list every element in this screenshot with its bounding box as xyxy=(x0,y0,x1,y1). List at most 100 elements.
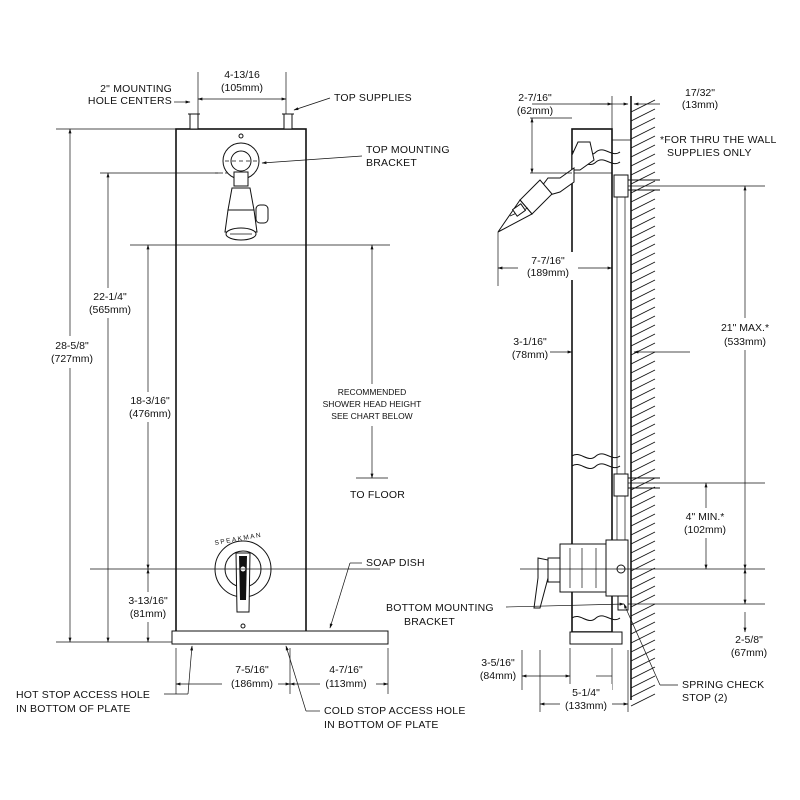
recommended-line-3: SEE CHART BELOW xyxy=(331,411,412,421)
side-valve xyxy=(533,539,629,611)
wall-hatch-line xyxy=(630,576,656,590)
wall-hatch-line xyxy=(630,675,656,689)
wall-hatch-line xyxy=(630,396,656,410)
bracket-to-plate-in: 22-1/4" xyxy=(93,291,127,303)
front-view: SPEAKMAN 4-13/16 (105mm) 2" MOUNTING HOL… xyxy=(16,69,466,731)
wall-hatch-line xyxy=(630,369,656,383)
wall-hatch-line xyxy=(630,486,656,500)
wall-hatch-line xyxy=(630,648,656,662)
to-floor-label: TO FLOOR xyxy=(350,489,405,501)
wall-hatch-line xyxy=(630,180,656,194)
hot-stop-label-2: IN BOTTOM OF PLATE xyxy=(16,703,131,715)
wall-offset-in: 17/32" xyxy=(685,87,715,99)
wall-hatch-line xyxy=(630,162,656,176)
wall-hatch-line xyxy=(630,495,656,509)
wall-hatch-line xyxy=(630,414,656,428)
top-offset-in: 2-7/16" xyxy=(518,92,552,104)
wall-hatch-line xyxy=(630,594,656,608)
cold-stop-label-2: IN BOTTOM OF PLATE xyxy=(324,719,439,731)
mounting-hole-centers-label: 2" MOUNTING xyxy=(100,83,172,95)
wall-hatch-line xyxy=(630,351,656,365)
min-in: 4" MIN.* xyxy=(686,511,725,523)
hot-stop-label: HOT STOP ACCESS HOLE xyxy=(16,689,150,701)
wall-offset-mm: (13mm) xyxy=(682,99,718,111)
cold-stop-label: COLD STOP ACCESS HOLE xyxy=(324,705,466,717)
wall-hatch-line xyxy=(630,513,656,527)
valve-handle xyxy=(214,540,272,629)
wall-hatch-line xyxy=(630,117,656,131)
wall-hatch-line xyxy=(630,342,656,356)
wall-hatch-line xyxy=(630,135,656,149)
top-offset-mm: (62mm) xyxy=(517,105,553,117)
wall-hatch-line xyxy=(630,603,656,617)
wall-hatch-line xyxy=(630,288,656,302)
recommended-line-1: RECOMMENDED xyxy=(338,387,406,397)
wall-hatch-line xyxy=(630,198,656,212)
plate-left-in: 7-5/16" xyxy=(235,664,269,676)
wall-hatch-line xyxy=(630,423,656,437)
wall-hatch xyxy=(630,96,656,707)
valve-to-plate-mm: (81mm) xyxy=(130,608,166,620)
wall-hatch-line xyxy=(630,522,656,536)
wall-hatch-line xyxy=(630,666,656,680)
soap-dish-label: SOAP DISH xyxy=(366,557,425,569)
plate-right-mm: (113mm) xyxy=(325,678,366,690)
top-width-in: 4-13/16 xyxy=(224,69,260,81)
wall-hatch-line xyxy=(630,531,656,545)
wall-hatch-line xyxy=(630,261,656,275)
shower-head-assembly xyxy=(222,142,269,241)
min-mm: (102mm) xyxy=(684,524,726,536)
bottom-bracket-label: BOTTOM MOUNTING xyxy=(386,602,494,614)
wall-hatch-line xyxy=(630,252,656,266)
bracket-to-plate-mm: (565mm) xyxy=(89,304,131,316)
thru-wall-note: *FOR THRU THE WALL xyxy=(660,134,777,146)
head-projection-in: 7-7/16" xyxy=(531,255,565,267)
wall-hatch-line xyxy=(630,315,656,329)
wall-hatch-line xyxy=(630,306,656,320)
spring-check-label: SPRING CHECK xyxy=(682,679,764,691)
soap-dish xyxy=(171,630,389,645)
plate-right-in: 4-7/16" xyxy=(329,664,363,676)
wall-hatch-line xyxy=(630,144,656,158)
top-supplies-label: TOP SUPPLIES xyxy=(334,92,412,104)
bottom-bracket-label-2: BRACKET xyxy=(404,616,455,628)
wall-hatch-line xyxy=(630,171,656,185)
body-depth-mm: (78mm) xyxy=(512,349,548,361)
supply-spacing-in: 21" MAX.* xyxy=(721,322,769,334)
wall-hatch-line xyxy=(630,234,656,248)
wall-hatch-line xyxy=(630,333,656,347)
wall-hatch-line xyxy=(630,216,656,230)
head-to-valve-mm: (476mm) xyxy=(129,408,171,420)
wall-hatch-line xyxy=(630,630,656,644)
supply-spacing-mm: (533mm) xyxy=(724,336,766,348)
side-soap-dish xyxy=(569,631,623,645)
top-mounting-bracket-label-2: BRACKET xyxy=(366,157,417,169)
overall-height-in: 28-5/8" xyxy=(55,340,89,352)
mounting-hole-centers-label-2: HOLE CENTERS xyxy=(88,95,172,107)
valve-to-plate-in: 3-13/16" xyxy=(128,595,168,607)
wall-hatch-line xyxy=(630,441,656,455)
recommended-line-2: SHOWER HEAD HEIGHT xyxy=(323,399,422,409)
wall-hatch-line xyxy=(630,243,656,257)
wall-hatch-line xyxy=(630,504,656,518)
wall-hatch-line xyxy=(630,432,656,446)
top-mounting-bracket-label: TOP MOUNTING xyxy=(366,144,450,156)
wall-hatch-line xyxy=(630,612,656,626)
wall-hatch-line xyxy=(630,360,656,374)
plate-left-mm: (186mm) xyxy=(231,678,273,690)
wall-hatch-line xyxy=(630,585,656,599)
wall-hatch-line xyxy=(630,684,656,698)
thru-wall-supply-bottom xyxy=(613,473,660,497)
side-shower-head xyxy=(497,141,595,233)
wall-hatch-line xyxy=(630,279,656,293)
wall-hatch-line xyxy=(630,657,656,671)
thru-wall-note-2: SUPPLIES ONLY xyxy=(667,147,752,159)
wall-hatch-line xyxy=(630,468,656,482)
overall-depth-mm: (133mm) xyxy=(565,700,607,712)
wall-hatch-line xyxy=(630,459,656,473)
overall-height-mm: (727mm) xyxy=(51,353,93,365)
head-to-valve-in: 18-3/16" xyxy=(130,395,170,407)
plate-depth-mm: (84mm) xyxy=(480,670,516,682)
side-view: 2-7/16" (62mm) 17/32" (13mm) *FOR THRU T… xyxy=(386,87,784,714)
body-depth-in: 3-1/16" xyxy=(513,336,547,348)
